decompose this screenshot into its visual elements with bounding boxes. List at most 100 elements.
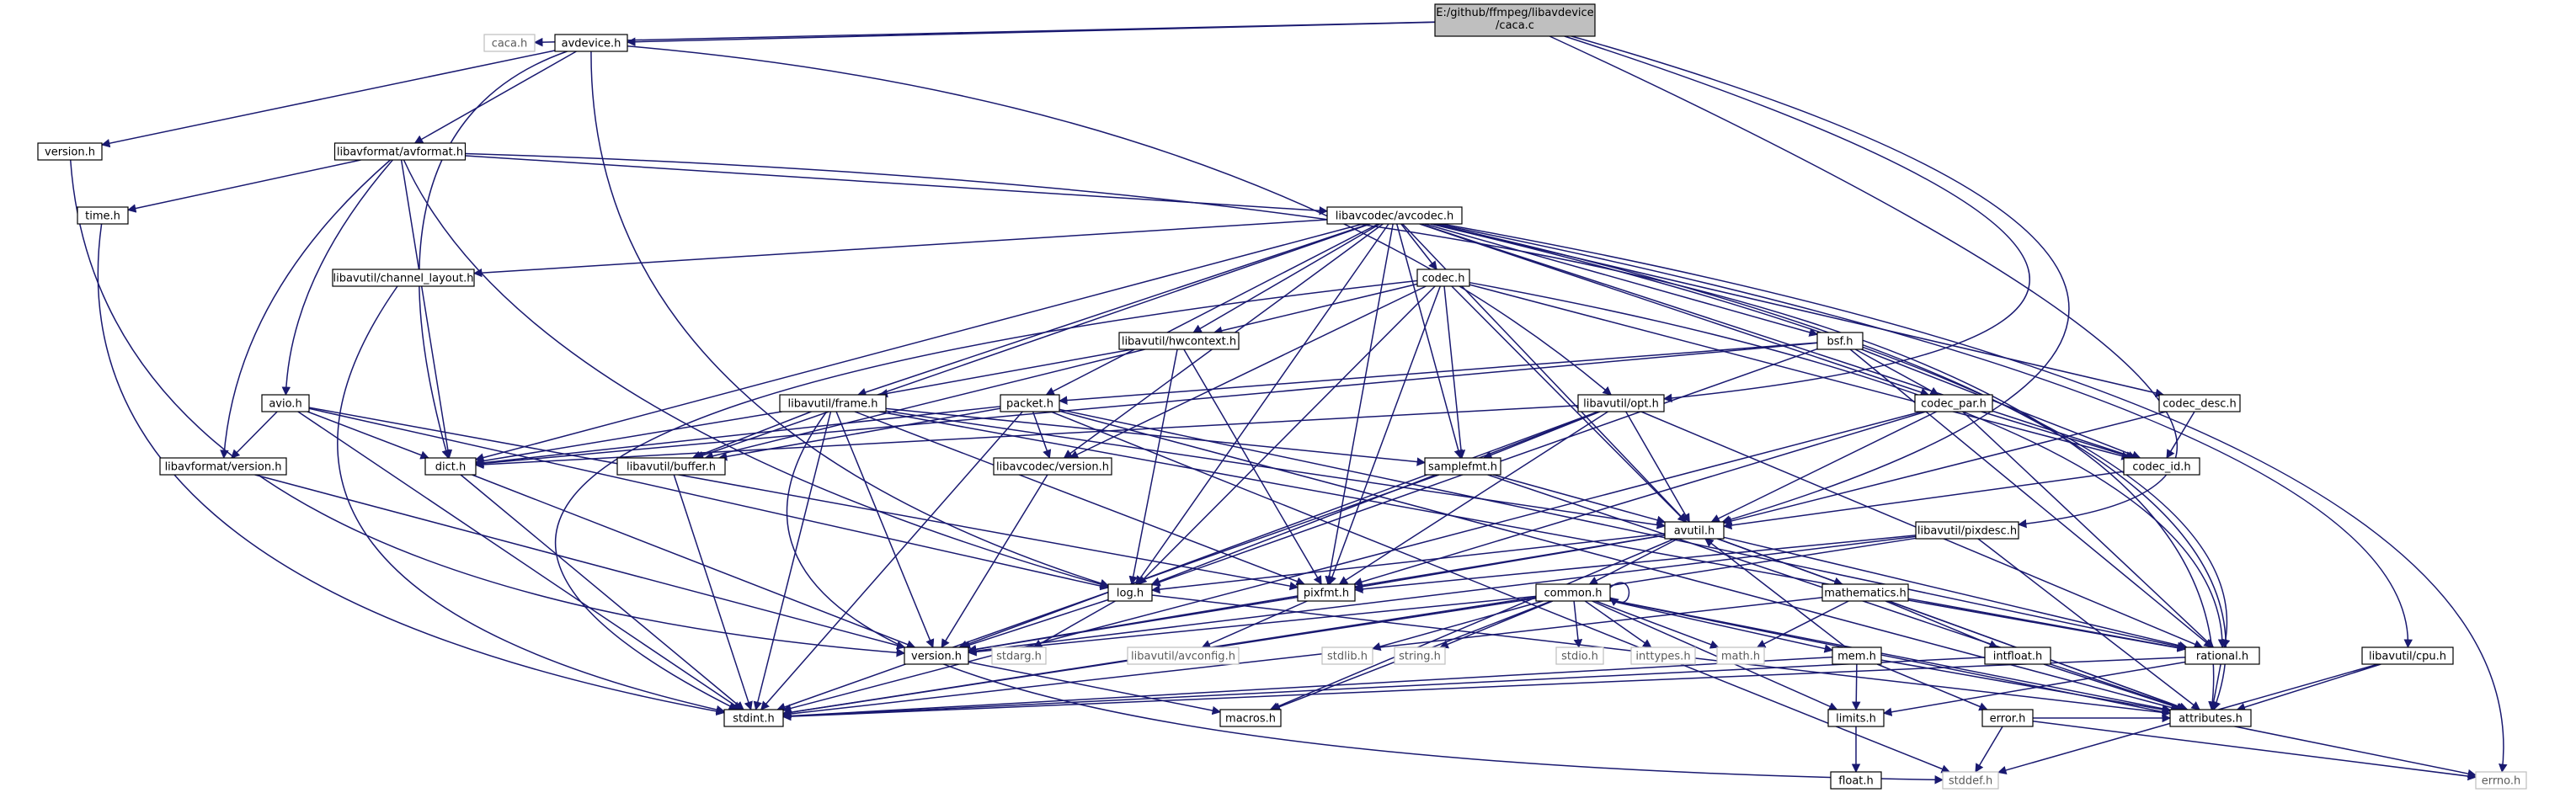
node-time-h[interactable]: time.h xyxy=(77,206,129,225)
node-rational-h[interactable]: rational.h xyxy=(2184,646,2260,665)
node-frame-h[interactable]: libavutil/frame.h xyxy=(779,394,887,412)
edge-avcodec_h-to-codec_h xyxy=(1400,223,1437,270)
node-box xyxy=(2184,646,2260,665)
node-label: codec_id.h xyxy=(2132,461,2190,474)
node-box xyxy=(993,457,1112,476)
edge-avcodec_h-to-samplefmt_h xyxy=(1395,223,1463,460)
edge-bsf_h-to-rational_h xyxy=(1849,348,2213,648)
node-box xyxy=(1827,709,1885,727)
node-box xyxy=(159,457,287,476)
node-caca-h[interactable]: caca.h xyxy=(483,34,536,52)
node-inttypes-h[interactable]: inttypes.h xyxy=(1630,646,1696,665)
edge-packet_h-to-stddef_h xyxy=(1050,411,1951,774)
node-limits-h[interactable]: limits.h xyxy=(1827,709,1885,727)
edge-bsf_h-to-codec_par_h xyxy=(1854,348,1939,396)
node-float-h[interactable]: float.h xyxy=(1830,771,1882,790)
node-fmt-version-h[interactable]: libavformat/version.h xyxy=(159,457,287,476)
node-errno-h[interactable]: errno.h xyxy=(2475,771,2527,790)
edge-common_h-to-string_h xyxy=(1439,600,1554,649)
node-log-h[interactable]: log.h xyxy=(1107,583,1153,602)
edge-frame_h-to-dict_h xyxy=(474,411,782,466)
edge-frame_h-to-buffer_h xyxy=(691,411,812,460)
node-box xyxy=(2123,457,2200,476)
node-stdlib-h[interactable]: stdlib.h xyxy=(1321,646,1373,665)
node-cpu-h[interactable]: libavutil/cpu.h xyxy=(2361,646,2454,665)
node-avio-h[interactable]: avio.h xyxy=(261,394,310,412)
node-version-h[interactable]: version.h xyxy=(904,646,969,665)
node-avformat-h[interactable]: libavformat/avformat.h xyxy=(333,142,467,161)
node-label: avdevice.h xyxy=(562,38,621,51)
edge-codec_id_h-to-avutil_h xyxy=(1722,471,2125,530)
edge-cpu_h-to-attributes_h xyxy=(2236,663,2381,712)
node-mathematics-h[interactable]: mathematics.h xyxy=(1821,583,1909,602)
node-samplefmt-h[interactable]: samplefmt.h xyxy=(1424,457,1501,476)
edge-dict_h-to-stdint_h xyxy=(460,474,744,710)
node-label: libavutil/pixdesc.h xyxy=(1917,525,2017,538)
edge-avutil_h-to-rational_h xyxy=(1723,536,2188,650)
node-root[interactable]: E:/github/ffmpeg/libavdevice/caca.c xyxy=(1434,3,1596,37)
edge-rational_h-to-stdint_h xyxy=(781,657,2186,721)
node-pixdesc-h[interactable]: libavutil/pixdesc.h xyxy=(1915,521,2019,540)
node-error-h[interactable]: error.h xyxy=(1981,709,2034,727)
edge-packet_h-to-stdint_h xyxy=(760,411,1023,710)
node-label: dict.h xyxy=(435,461,466,474)
node-codec-version-h[interactable]: libavcodec/version.h xyxy=(993,457,1112,476)
node-channel-layout-h[interactable]: libavutil/channel_layout.h xyxy=(332,269,475,287)
node-avutil-h[interactable]: avutil.h xyxy=(1664,521,1725,540)
node-mem-h[interactable]: mem.h xyxy=(1832,646,1882,665)
edge-mem_h-to-avutil_h xyxy=(1704,538,1847,648)
node-stdio-h[interactable]: stdio.h xyxy=(1555,646,1604,665)
node-stddef-h[interactable]: stddef.h xyxy=(1942,771,1999,790)
node-codec-par-h[interactable]: codec_par.h xyxy=(1914,394,1993,412)
node-stdint-h[interactable]: stdint.h xyxy=(723,709,784,727)
node-label: libavutil/cpu.h xyxy=(2369,651,2446,663)
node-opt-h[interactable]: libavutil/opt.h xyxy=(1577,394,1665,412)
edge-avcodec_h-to-log_h xyxy=(1135,223,1389,585)
node-box xyxy=(1984,646,2051,665)
edge-bsf_h-to-codec_id_h xyxy=(1861,348,2141,460)
node-version-h-dev[interactable]: version.h xyxy=(37,142,103,161)
node-bsf-h[interactable]: bsf.h xyxy=(1816,332,1864,350)
node-box xyxy=(424,457,477,476)
node-dict-h[interactable]: dict.h xyxy=(424,457,477,476)
edge-root-to-opt_h xyxy=(1564,35,2030,403)
edge-frame_h-to-version_h xyxy=(835,411,935,648)
node-string-h[interactable]: string.h xyxy=(1394,646,1446,665)
node-box xyxy=(1821,583,1909,602)
edge-avformat_h-to-attributes_h xyxy=(465,152,2217,711)
edge-log_h-to-version_h xyxy=(961,598,1109,650)
node-pixfmt-h[interactable]: pixfmt.h xyxy=(1297,583,1356,602)
node-label: log.h xyxy=(1117,588,1144,600)
node-box xyxy=(2361,646,2454,665)
node-hwcontext-h[interactable]: libavutil/hwcontext.h xyxy=(1118,332,1240,350)
node-box xyxy=(1394,646,1446,665)
edge-codec_h-to-rational_h xyxy=(1469,281,2227,649)
node-intfloat-h[interactable]: intfloat.h xyxy=(1984,646,2051,665)
node-avcodec-h[interactable]: libavcodec/avcodec.h xyxy=(1326,206,1463,225)
edge-avio_h-to-dict_h xyxy=(307,411,429,460)
node-macros-h[interactable]: macros.h xyxy=(1219,709,1282,727)
node-common-h[interactable]: common.h xyxy=(1535,583,1611,602)
node-avdevice-h[interactable]: avdevice.h xyxy=(554,34,628,52)
node-avconfig-h[interactable]: libavutil/avconfig.h xyxy=(1127,646,1240,665)
edge-pixdesc_h-to-attributes_h xyxy=(1977,538,2200,710)
node-label: attributes.h xyxy=(2179,713,2243,726)
edge-avutil_h-to-macros_h xyxy=(1269,538,1675,711)
node-buffer-h[interactable]: libavutil/buffer.h xyxy=(616,457,726,476)
node-packet-h[interactable]: packet.h xyxy=(1000,394,1060,412)
node-math-h[interactable]: math.h xyxy=(1716,646,1765,665)
edge-avcodec_h-to-frame_h xyxy=(856,223,1370,396)
node-codec-desc-h[interactable]: codec_desc.h xyxy=(2158,394,2241,412)
node-box xyxy=(1664,521,1725,540)
edge-opt_h-to-version_h xyxy=(958,411,1599,649)
node-label: errno.h xyxy=(2482,775,2521,788)
node-codec-id-h[interactable]: codec_id.h xyxy=(2123,457,2200,476)
node-codec-h[interactable]: codec.h xyxy=(1416,269,1470,287)
node-attributes-h[interactable]: attributes.h xyxy=(2169,709,2252,727)
node-label: codec.h xyxy=(1422,273,1465,285)
node-stdarg-h[interactable]: stdarg.h xyxy=(991,646,1047,665)
node-label: stdlib.h xyxy=(1327,651,1368,663)
edge-opt_h-to-avutil_h xyxy=(1625,411,1690,523)
node-label: stdint.h xyxy=(733,713,774,726)
